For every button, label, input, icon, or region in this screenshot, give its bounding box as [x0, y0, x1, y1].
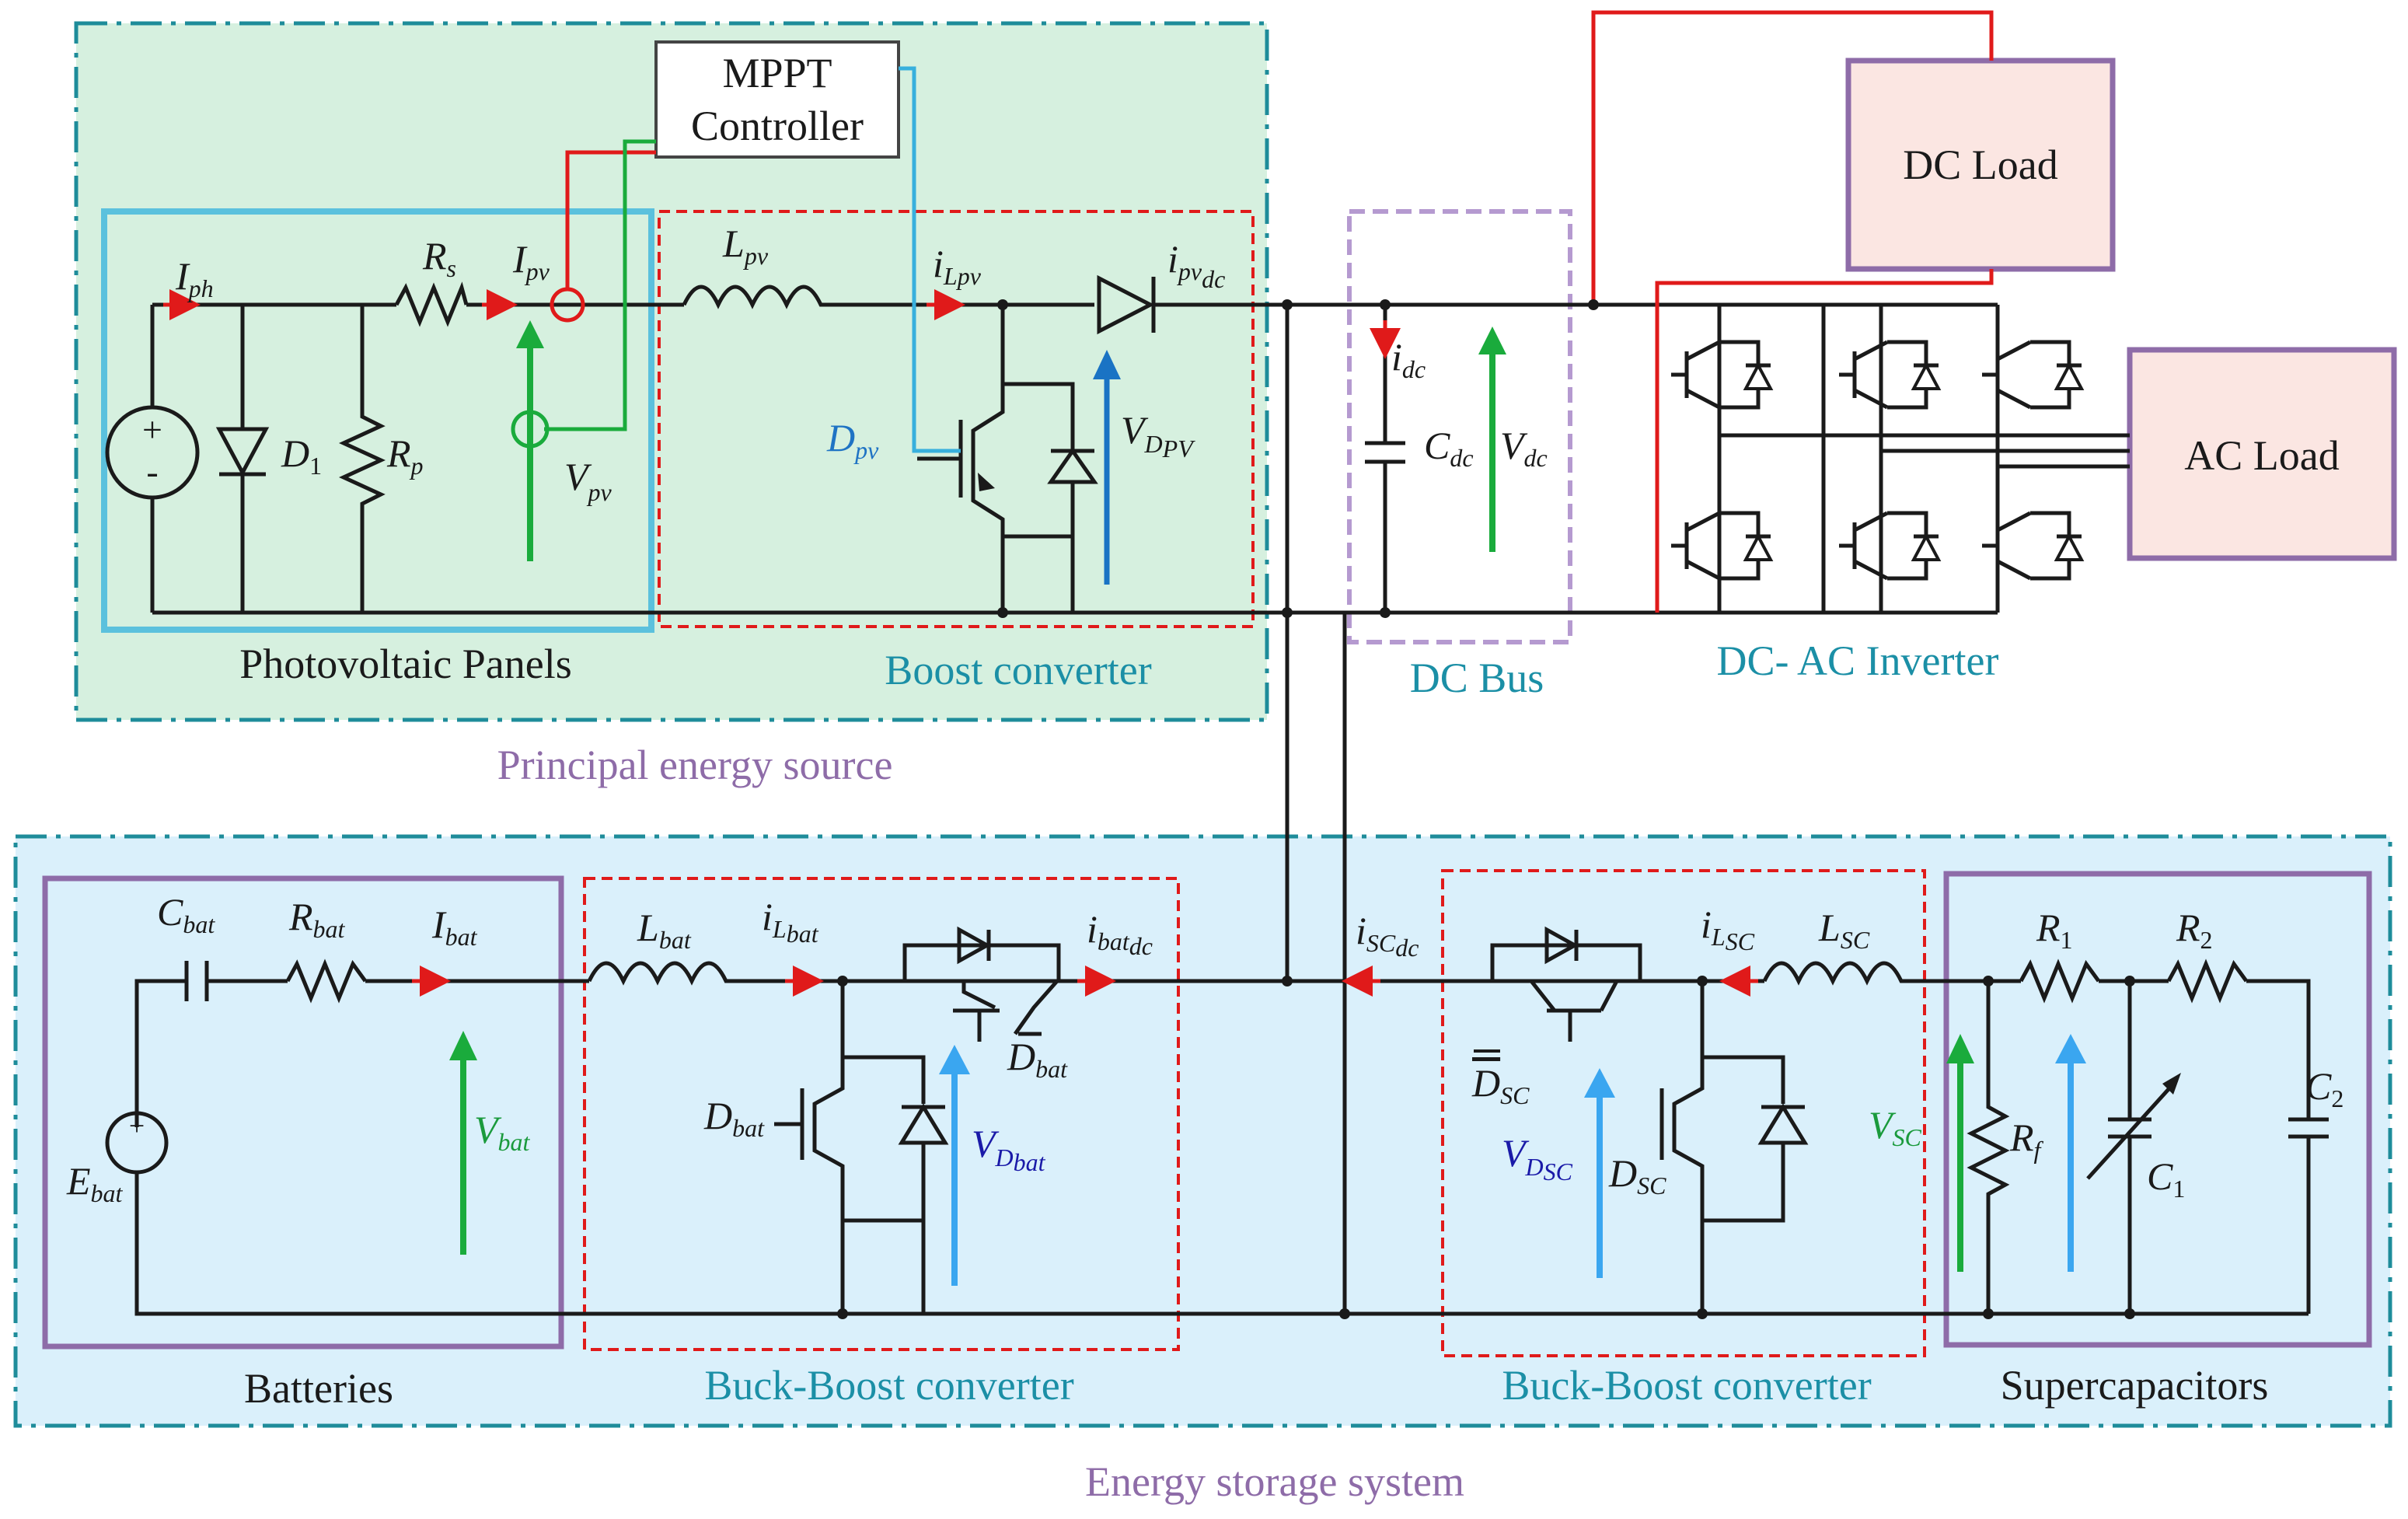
label-V-SC: VSC: [1869, 1103, 1922, 1151]
svg-text:+: +: [129, 1110, 145, 1141]
label-R-s: Rs: [422, 234, 456, 282]
dc-bus-label: DC Bus: [1410, 655, 1544, 701]
label-V-DPV: VDPV: [1121, 408, 1195, 463]
sc-circuit: [1287, 926, 2329, 1319]
label-Dbar-SC: DSC: [1471, 1061, 1530, 1109]
label-i-SCdc: iSCdc: [1356, 909, 1419, 962]
label-R-2: R2: [2176, 906, 2213, 954]
label-V-DSC: VDSC: [1502, 1131, 1573, 1186]
mppt-controller-block: [654, 40, 900, 159]
label-R-p: Rp: [386, 431, 424, 480]
battery-circuit: +: [105, 926, 2309, 1319]
sc-buck-boost-block: [1441, 869, 1926, 1357]
svg-text:-: -: [146, 452, 158, 491]
dc-bus-block: [1347, 209, 1572, 644]
dc-load-label: DC Load: [1903, 141, 2057, 188]
dc-load-block: [1845, 58, 2116, 272]
label-C-2: C2: [2305, 1064, 2343, 1112]
mppt-cyan-wire: [899, 66, 961, 453]
principal-energy-source-label: Principal energy source: [497, 742, 893, 788]
label-V-pv: Vpv: [564, 455, 612, 506]
label-i-Lbat: iLbat: [762, 895, 819, 948]
label-C-1: C1: [2147, 1154, 2185, 1203]
photovoltaic-panels-label: Photovoltaic Panels: [239, 641, 571, 687]
buck-boost-battery-label: Buck-Boost converter: [704, 1362, 1073, 1409]
batteries-label: Batteries: [244, 1365, 393, 1412]
dc-bus-capacitor: [1365, 299, 1405, 618]
inverter-label: DC- AC Inverter: [1717, 637, 1999, 684]
storage-zone: [13, 834, 2392, 1428]
label-V-Dbat: VDbat: [972, 1122, 1046, 1176]
label-D-bat-top: Dbat: [1007, 1035, 1068, 1083]
boost-converter-label: Boost converter: [885, 647, 1151, 693]
label-D-bat-left: Dbat: [703, 1094, 765, 1142]
mppt-green-wire: [544, 139, 656, 431]
label-L-bat: Lbat: [637, 906, 692, 954]
svg-text:+: +: [142, 410, 162, 449]
energy-storage-system-label: Energy storage system: [1085, 1458, 1464, 1505]
label-i-batdc: ibatdc: [1087, 907, 1153, 960]
label-D-pv: Dpv: [826, 416, 879, 464]
label-I-bat: Ibat: [431, 903, 478, 951]
label-R-bat: Rbat: [288, 895, 346, 943]
label-D-1: D1: [281, 431, 322, 480]
dc-load-wire: [1591, 10, 1994, 305]
label-C-dc: Cdc: [1424, 424, 1474, 472]
label-E-bat: Ebat: [66, 1159, 124, 1207]
battery-buck-boost-block: [583, 877, 1180, 1351]
label-I-ph: Iph: [175, 254, 214, 302]
supercapacitors-block: [1943, 871, 2372, 1348]
label-i-pvdc: ipvdc: [1167, 237, 1225, 293]
label-V-bat: Vbat: [474, 1108, 531, 1156]
label-C-bat: Cbat: [157, 890, 215, 938]
bus-vertical-wires: [1285, 305, 1347, 1314]
label-L-SC: LSC: [1818, 906, 1870, 954]
batteries-block: [42, 875, 564, 1350]
ac-load-block: [2127, 347, 2397, 561]
label-V-dc: Vdc: [1500, 424, 1548, 472]
inverter-bridge: [1655, 305, 2130, 613]
buck-boost-sc-label: Buck-Boost converter: [1502, 1362, 1871, 1409]
boost-converter-block: [658, 210, 1255, 628]
label-i-Lpv: iLpv: [933, 242, 982, 290]
dc-load-return-wire: [1655, 269, 1994, 613]
mppt-label-line1: MPPT: [722, 50, 832, 96]
mppt-label-line2: Controller: [691, 103, 864, 149]
ac-load-label: AC Load: [2184, 432, 2339, 479]
label-I-pv: Ipv: [512, 237, 550, 285]
photovoltaic-panel-block: [101, 208, 654, 633]
label-R-1: R1: [2036, 906, 2073, 954]
label-L-pv: Lpv: [722, 222, 769, 270]
label-i-LSC: iLSC: [1701, 903, 1755, 955]
supercapacitors-label: Supercapacitors: [2001, 1362, 2269, 1409]
label-D-SC: DSC: [1608, 1151, 1666, 1199]
label-i-dc: idc: [1391, 335, 1426, 383]
